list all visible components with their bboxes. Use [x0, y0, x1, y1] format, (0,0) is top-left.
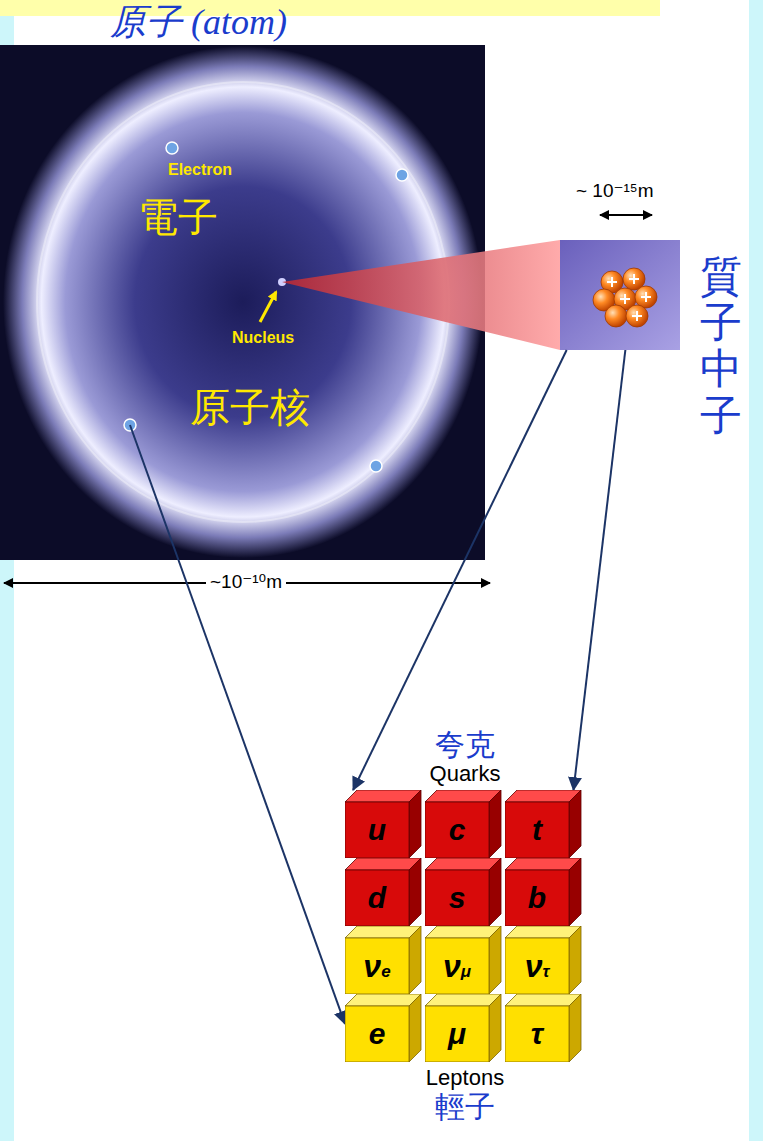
nucleon-cluster	[593, 268, 657, 327]
particle-cube: b	[505, 858, 583, 926]
electron-leader	[130, 425, 178, 560]
top-band	[0, 0, 660, 16]
charge-sign	[629, 274, 639, 284]
cube-shape	[505, 926, 583, 994]
part-label: Electron	[168, 161, 232, 179]
nucleon-ball	[605, 305, 627, 327]
particle-cube: νμ	[425, 926, 503, 994]
particle-symbol: s	[449, 883, 466, 913]
charge-sign	[620, 294, 630, 304]
part-label: Nucleus	[232, 329, 294, 347]
nucleon-ball	[626, 305, 648, 327]
particle-cube: s	[425, 858, 503, 926]
group-heading: Quarks	[345, 761, 585, 786]
particle-symbol: ντ	[525, 950, 550, 982]
dimension-line	[600, 214, 652, 216]
cube-face: μ	[425, 1006, 489, 1062]
cube-face: τ	[505, 1006, 569, 1062]
nucleus-pointer	[260, 292, 276, 322]
electron-dot	[166, 142, 178, 154]
charge-sign	[632, 311, 642, 321]
group-heading: 輕子	[345, 1090, 585, 1125]
particle-symbol: t	[532, 815, 542, 845]
cube-face: d	[345, 870, 409, 926]
cube-face: t	[505, 802, 569, 858]
zoom-arrow	[573, 350, 625, 790]
particle-symbol: τ	[531, 1019, 543, 1049]
particle-cube: τ	[505, 994, 583, 1062]
nucleus-square	[560, 240, 680, 350]
particle-cube: e	[345, 994, 423, 1062]
cube-face: νe	[345, 938, 409, 994]
particle-cube: ντ	[505, 926, 583, 994]
particle-symbol: μ	[448, 1019, 466, 1049]
cube-shape	[425, 926, 503, 994]
particle-symbol: νμ	[443, 950, 471, 982]
vertical-heading: 質子中子	[700, 254, 742, 439]
particle-symbol: u	[368, 815, 386, 845]
nucleus-box: 質子中子	[560, 240, 680, 350]
lepton-group: Leptons輕子νeνμντeμτ	[345, 926, 585, 1062]
cube-face: c	[425, 802, 489, 858]
particle-cube: u	[345, 790, 423, 858]
particle-symbol: d	[368, 883, 386, 913]
part-label: 原子核	[190, 385, 310, 431]
cube-face: ντ	[505, 938, 569, 994]
particle-cube: d	[345, 858, 423, 926]
particle-symbol: νe	[363, 950, 390, 982]
cube-shape	[345, 926, 423, 994]
particle-symbol: c	[449, 815, 466, 845]
group-heading: 夸克	[345, 728, 585, 763]
side-band	[749, 0, 763, 1141]
zoom-arrow	[178, 560, 345, 1024]
particle-cube: t	[505, 790, 583, 858]
electron-dot	[396, 169, 408, 181]
group-heading: Leptons	[345, 1065, 585, 1090]
part-label: 電子	[138, 195, 218, 241]
title: 原子 (atom)	[110, 2, 287, 43]
particle-cube: νe	[345, 926, 423, 994]
cube-face: e	[345, 1006, 409, 1062]
zoom-arrow	[353, 350, 567, 790]
charge-sign	[641, 292, 651, 302]
dimension-label: ~10⁻¹⁰m	[206, 571, 286, 593]
quark-group: 夸克Quarksuctdsb	[345, 790, 585, 926]
charge-sign	[607, 277, 617, 287]
cube-shape	[505, 994, 583, 1062]
cube-face: u	[345, 802, 409, 858]
cube-face: νμ	[425, 938, 489, 994]
particle-symbol: b	[528, 883, 546, 913]
electron-dot	[370, 460, 382, 472]
particle-symbol: e	[369, 1019, 386, 1049]
dimension-label: ~ 10⁻¹⁵m	[572, 180, 658, 202]
atom-picture: Electron 電子 Nucleus 原子核	[0, 45, 485, 560]
cube-shape	[505, 790, 583, 858]
zoom-cone	[282, 240, 560, 350]
particle-cube: c	[425, 790, 503, 858]
particle-cube: μ	[425, 994, 503, 1062]
cube-face: b	[505, 870, 569, 926]
cube-face: s	[425, 870, 489, 926]
